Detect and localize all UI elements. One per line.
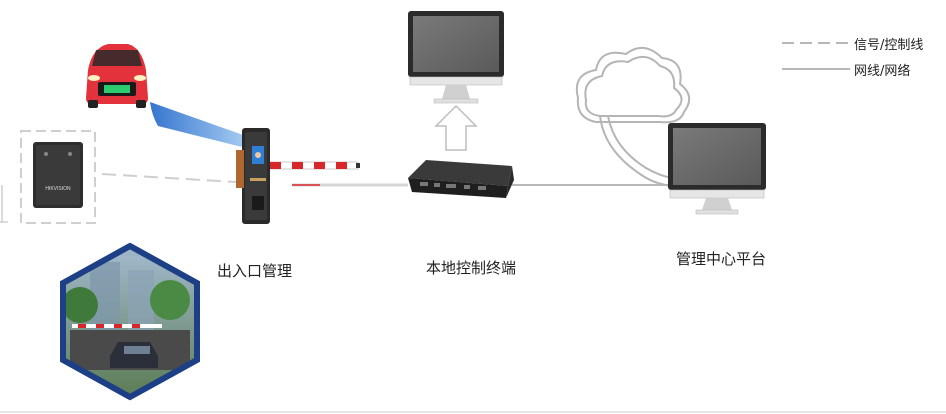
left-edge-outline (0, 185, 8, 223)
reader-brand-text: HIKVISION (45, 186, 71, 192)
platform-label: 管理中心平台 (676, 250, 767, 268)
legend-signal-label: 信号/控制线 (854, 38, 924, 53)
card-reader-icon: HIKVISION (20, 130, 96, 224)
recognition-beam (150, 102, 246, 148)
parking-scene-image (60, 242, 200, 401)
legend-network-label: 网线/网络 (854, 64, 911, 79)
monitor-top-icon (408, 11, 504, 104)
cloud-icon (575, 47, 691, 187)
bottom-divider (0, 411, 946, 413)
local-terminal-icon (408, 160, 514, 198)
monitor-platform-icon (668, 123, 766, 215)
legend (782, 42, 850, 70)
car-icon (86, 44, 148, 108)
barrier-arm (269, 161, 360, 170)
entrance-terminal-icon (236, 128, 270, 224)
local-terminal-label: 本地控制终端 (426, 259, 517, 277)
entrance-label: 出入口管理 (217, 262, 293, 280)
signal-line-reader (101, 173, 237, 183)
upload-arrow-icon (434, 104, 478, 151)
